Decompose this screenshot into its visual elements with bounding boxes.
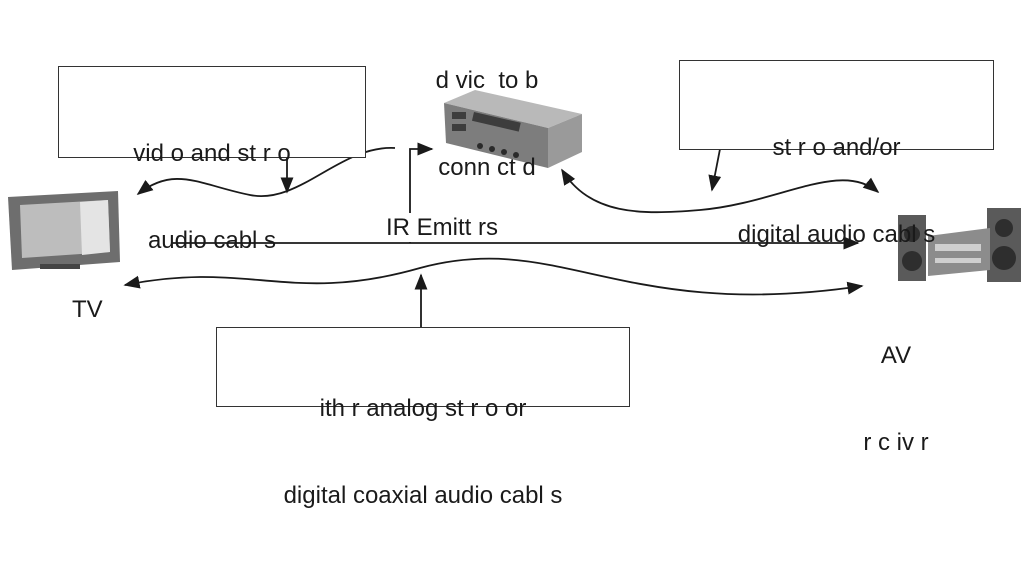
callout-analog-coax-cables: ith r analog st r o or digital coaxial a…: [216, 327, 630, 509]
callout-stereo-digital-line2: digital audio cabl s: [737, 221, 936, 248]
device-label-line1: d vic to b: [435, 67, 539, 94]
ir-emitters-label: IR Emitt rs: [384, 213, 500, 242]
cable-stereo-digital: [561, 168, 880, 214]
callout-stereo-digital-cables: st r o and/or digital audio cabl s: [679, 60, 994, 248]
tv-icon: [8, 191, 120, 270]
callout-video-audio-cables: vid o and st r o audio cabl s: [58, 66, 366, 254]
av-receiver-label-line1: AV: [880, 342, 912, 369]
pointer-stereo-digital: [708, 148, 722, 192]
callout-stereo-digital-line1: st r o and/or: [772, 134, 901, 161]
tv-label: TV: [72, 296, 103, 323]
callout-analog-coax-line1: ith r analog st r o or: [319, 395, 527, 422]
connection-diagram: d vic to b conn ct d vid o and st r o au…: [8, 8, 1021, 509]
av-receiver-icon: [898, 208, 1021, 282]
device-label: d vic to b conn ct d: [372, 8, 602, 240]
callout-video-audio-line2: audio cabl s: [147, 227, 277, 254]
device-label-line2: conn ct d: [438, 154, 536, 181]
ir-emitter-branch: [409, 142, 434, 243]
av-receiver-label: AV r c iv r: [846, 283, 946, 515]
callout-video-audio-line1: vid o and st r o: [133, 140, 291, 167]
set-top-box-icon: [444, 90, 582, 168]
cable-analog-coax: [123, 257, 864, 296]
av-receiver-label-line2: r c iv r: [863, 429, 929, 456]
diagram-canvas: [8, 90, 1021, 328]
callout-analog-coax-line2: digital coaxial audio cabl s: [283, 482, 563, 509]
